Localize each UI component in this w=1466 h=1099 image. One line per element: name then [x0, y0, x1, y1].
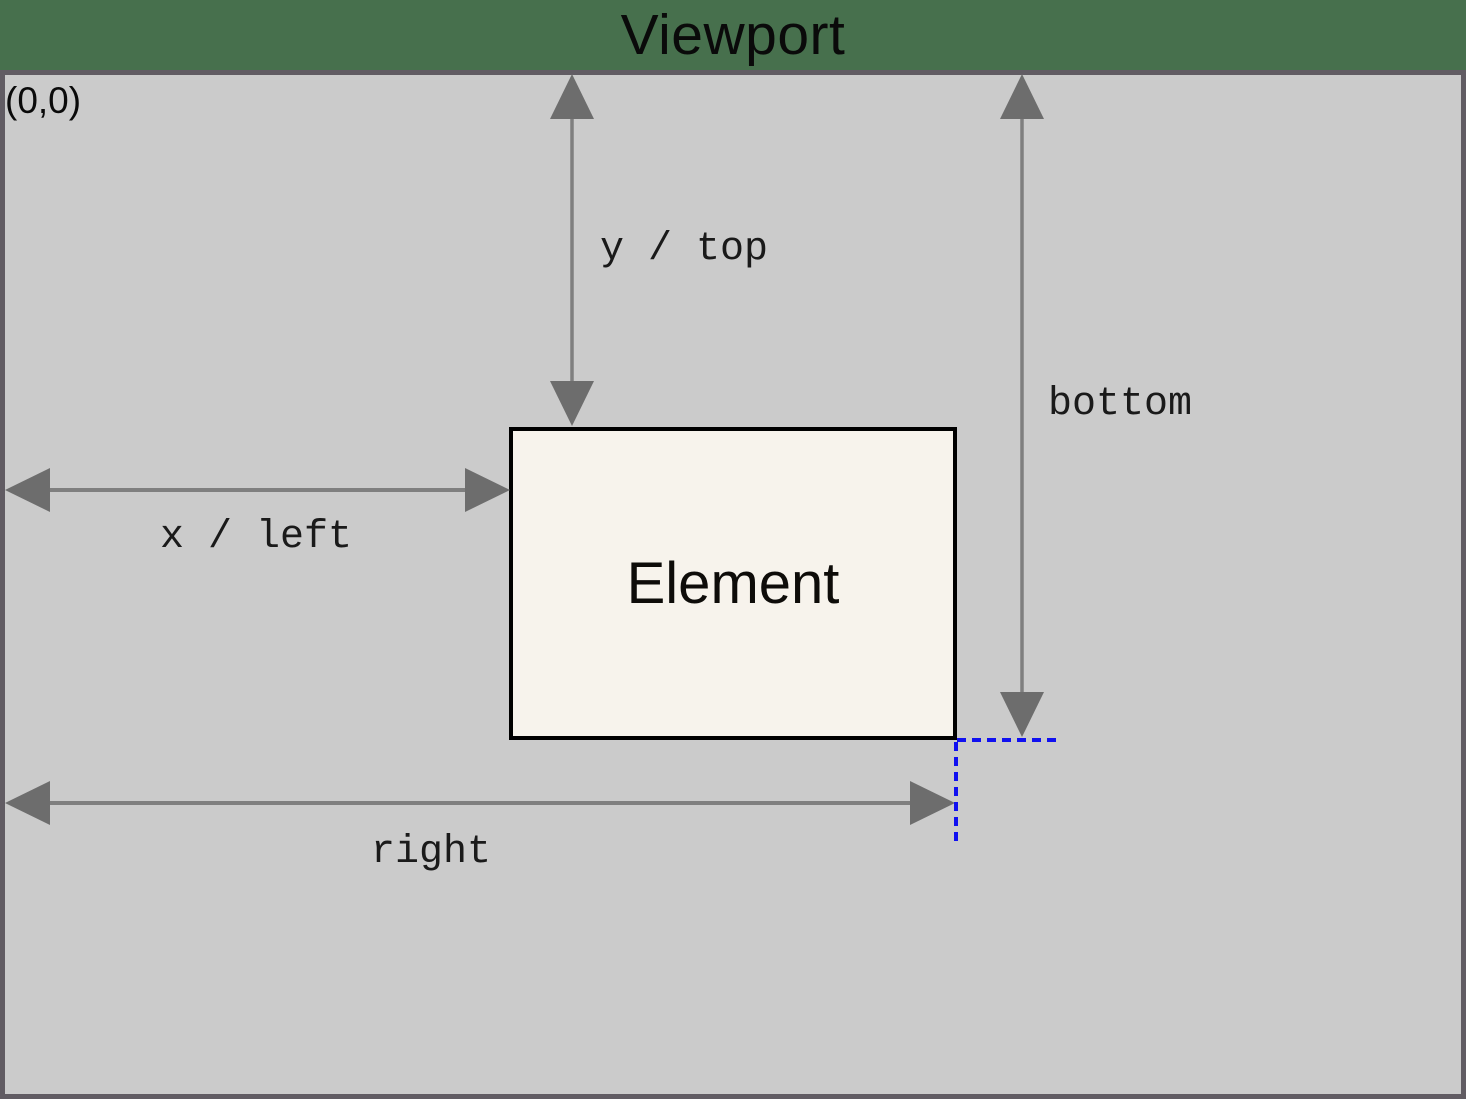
y-top-label: y / top	[600, 227, 769, 272]
viewport-title: Viewport	[620, 3, 846, 67]
element-label: Element	[626, 551, 840, 616]
element-box: Element	[509, 427, 957, 740]
origin-coordinates-label: (0,0)	[5, 80, 82, 121]
right-label: right	[371, 830, 492, 875]
bottom-label: bottom	[1048, 382, 1193, 427]
x-left-label: x / left	[160, 515, 353, 560]
